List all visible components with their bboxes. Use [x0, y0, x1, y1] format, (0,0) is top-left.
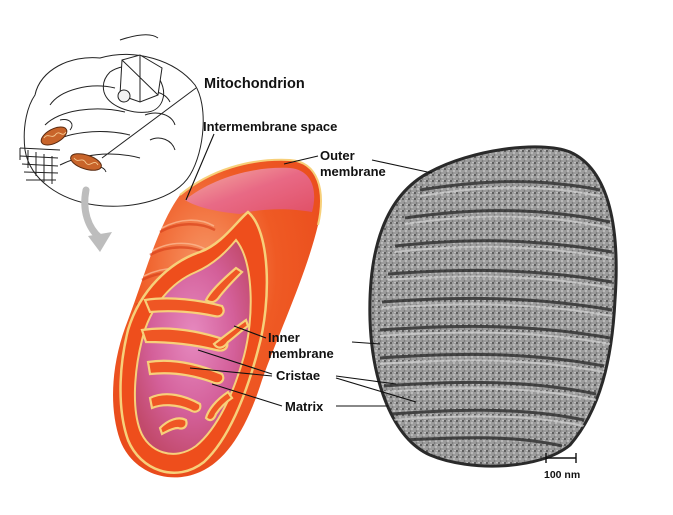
cell-sketch — [19, 34, 204, 207]
leader-outer-membrane-right — [371, 159, 433, 174]
zoom-arrow — [81, 186, 112, 252]
cell-outline — [23, 54, 204, 207]
outer-membrane-line — [179, 158, 322, 226]
label-cristae: Cristae — [276, 368, 321, 383]
leader-cristae-2 — [189, 367, 273, 377]
label-inner-membrane-line2: membrane — [268, 346, 334, 361]
label-inner-membrane-line1: Inner — [268, 330, 300, 345]
label-outer-membrane-line1: Outer — [320, 148, 355, 163]
leader-inner-membrane — [233, 325, 267, 339]
scale-bar — [545, 453, 577, 463]
cell-mitochondrion-right — [70, 153, 102, 171]
leader-inner-membrane-right — [351, 341, 381, 345]
leader-cristae-3 — [335, 375, 397, 385]
label-matrix: Matrix — [285, 399, 324, 414]
leader-outer-membrane-left — [283, 155, 319, 165]
leader-cristae-4 — [335, 377, 417, 403]
leader-cristae-1 — [197, 349, 273, 375]
cristae-folds — [140, 266, 250, 436]
title-leader — [101, 87, 197, 159]
cell-mitochondria — [40, 126, 102, 171]
label-intermembrane-space: Intermembrane space — [203, 119, 338, 134]
electron-micrograph — [368, 145, 618, 468]
leader-lines — [185, 133, 433, 407]
leader-intermembrane — [185, 133, 215, 201]
mitochondrion-illustration — [113, 158, 322, 478]
label-mitochondrion-title: Mitochondrion — [204, 76, 305, 92]
mito-top-surface — [185, 167, 315, 214]
label-outer-membrane-line2: membrane — [320, 164, 386, 179]
label-scale-bar: 100 nm — [544, 469, 581, 481]
leader-matrix — [211, 383, 283, 407]
